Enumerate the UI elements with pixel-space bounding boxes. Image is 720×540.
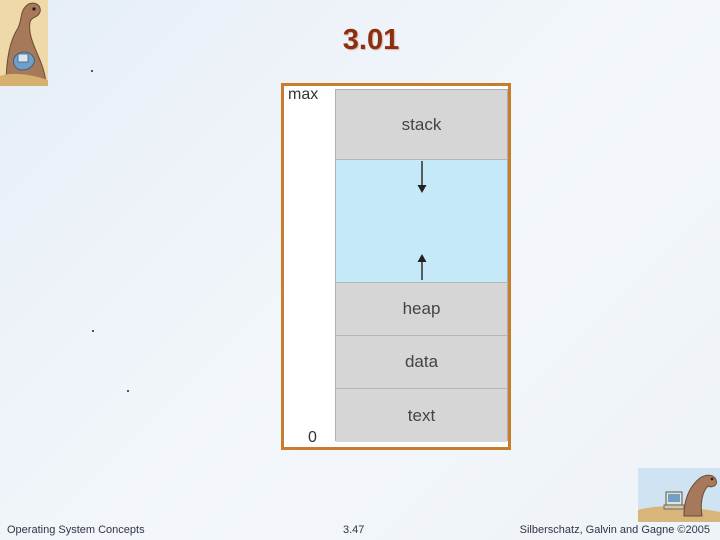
decorative-dot <box>92 330 94 332</box>
arrow-down-icon <box>418 161 427 193</box>
arrow-up-icon <box>418 254 427 280</box>
slide-title: 3.01 <box>0 24 720 57</box>
decorative-dot <box>127 390 129 392</box>
footer-page-number: 3.47 <box>343 524 364 536</box>
decorative-dot <box>91 70 93 72</box>
footer-copyright: Silberschatz, Galvin and Gagne ©2005 <box>520 524 710 536</box>
address-label-zero: 0 <box>308 429 317 447</box>
growth-arrows <box>335 89 508 441</box>
address-label-max: max <box>288 86 318 104</box>
dinosaur-computer-logo-icon <box>638 468 720 522</box>
footer-course-name: Operating System Concepts <box>7 524 145 536</box>
process-memory-diagram: max 0 stack heap data text <box>281 83 511 450</box>
